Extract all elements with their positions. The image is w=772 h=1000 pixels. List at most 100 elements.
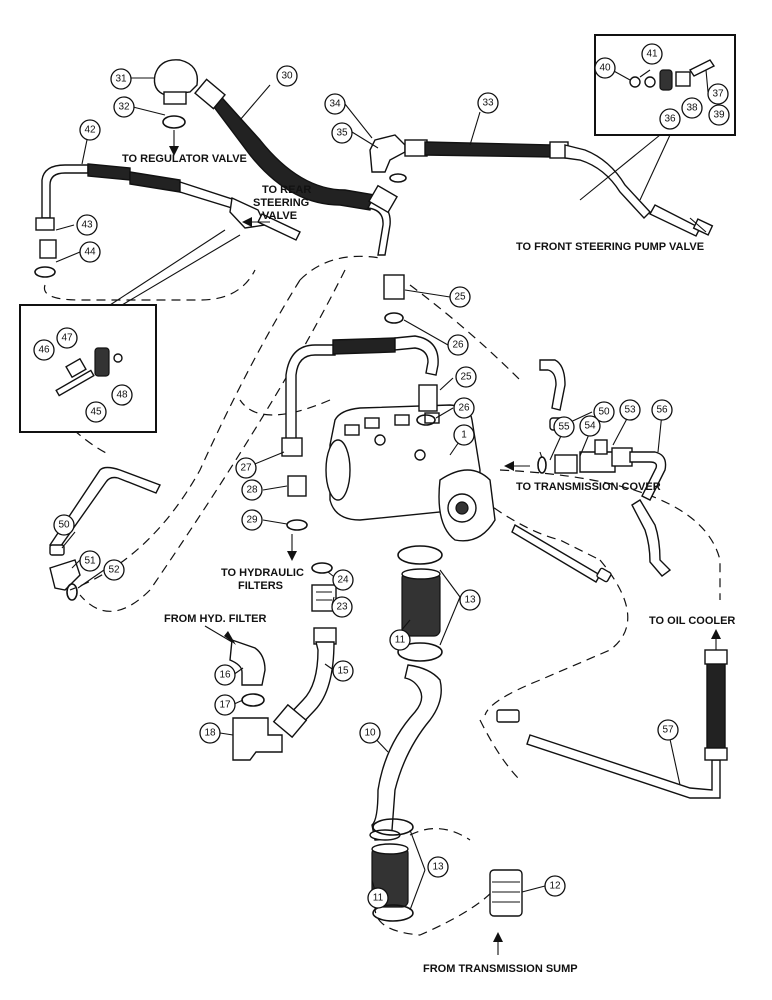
callout-circle [477,92,499,114]
callout-number: 40 [599,63,611,74]
callout-15: 15 [332,660,354,682]
callout-28: 28 [241,479,263,501]
callout-54: 54 [579,415,601,437]
callout-number: 24 [337,575,349,586]
strainer-upper [311,545,443,662]
callout-57: 57 [657,719,679,741]
callout-number: 29 [246,515,258,526]
callout-number: 47 [61,333,73,344]
label-from-transmission-sump: FROM TRANSMISSION SUMP [423,963,578,975]
callout-46: 46 [33,339,55,361]
tube-27 [281,335,439,531]
callout-number: 43 [81,220,93,231]
callout-13: 13 [459,589,481,611]
callout-circle [332,660,354,682]
callout-circle [113,96,135,118]
callout-1: 1 [453,424,475,446]
hydraulic-pump [325,404,496,542]
callout-number: 33 [482,98,494,109]
callout-27: 27 [235,457,257,479]
callout-circle [544,875,566,897]
callout-number: 13 [432,862,444,873]
fittings-53-56 [537,439,667,501]
callout-circle [324,93,346,115]
callout-circle [33,339,55,361]
fitting-31 [153,59,199,129]
callout-numbers: 1101111121313151617182324252526262728293… [33,43,730,909]
callout-number: 48 [116,390,128,401]
callout-44: 44 [79,241,101,263]
callout-36: 36 [659,108,681,130]
callout-circle [447,334,469,356]
callout-circle [53,514,75,536]
callout-circle [579,415,601,437]
callout-56: 56 [651,399,673,421]
callout-circle [79,241,101,263]
callout-31: 31 [110,68,132,90]
callout-51: 51 [79,550,101,572]
oil-cooler-tube-57 [496,649,728,799]
label-to-transmission-cover: TO TRANSMISSION COVER [516,481,661,493]
callout-circle [455,366,477,388]
callout-30: 30 [276,65,298,87]
callout-17: 17 [214,694,236,716]
callout-number: 36 [664,114,676,125]
callout-circle [707,83,729,105]
label-to-rear-steering-3: VALVE [262,210,297,222]
callout-circle [276,65,298,87]
callout-circle [449,286,471,308]
callout-45: 45 [85,401,107,423]
callout-25: 25 [449,286,471,308]
callout-number: 57 [662,725,674,736]
callout-37: 37 [707,83,729,105]
callout-circle [651,399,673,421]
label-from-hyd-filter: FROM HYD. FILTER [164,613,267,625]
callout-53: 53 [619,399,641,421]
callout-number: 55 [558,422,570,433]
callout-48: 48 [111,384,133,406]
text-labels: TO REGULATOR VALVE TO REAR STEERING VALV… [122,153,735,975]
callout-47: 47 [56,327,78,349]
callout-50: 50 [593,401,615,423]
callout-circle [389,629,411,651]
callout-32: 32 [113,96,135,118]
hose-30 [194,78,398,256]
callout-number: 16 [219,670,231,681]
callout-number: 26 [452,340,464,351]
callout-number: 17 [219,700,231,711]
callout-number: 25 [460,372,472,383]
callout-18: 18 [199,722,221,744]
callout-circle [76,214,98,236]
callout-number: 51 [84,556,96,567]
callout-number: 11 [395,635,406,646]
callout-25: 25 [455,366,477,388]
label-to-rear-steering-2: STEERING [253,197,309,209]
callout-35: 35 [331,122,353,144]
callout-29: 29 [241,509,263,531]
callout-circle [657,719,679,741]
callout-38: 38 [681,97,703,119]
callout-circle [241,509,263,531]
callout-circle [332,569,354,591]
transmission-cover-tube [511,499,672,583]
callout-circle [708,104,730,126]
callout-26: 26 [453,397,475,419]
callout-42: 42 [79,119,101,141]
callout-circle [331,122,353,144]
callout-circle [214,664,236,686]
callout-circle [594,57,616,79]
callout-13: 13 [427,856,449,878]
callout-23: 23 [331,596,353,618]
callout-number: 52 [108,565,120,576]
callout-number: 26 [458,403,470,414]
callout-number: 46 [38,345,50,356]
callout-39: 39 [708,104,730,126]
callout-circle [593,401,615,423]
callout-43: 43 [76,214,98,236]
callout-55: 55 [553,416,575,438]
callout-circle [241,479,263,501]
callout-11: 11 [367,887,389,909]
callout-number: 50 [58,520,70,531]
callout-circle [331,596,353,618]
